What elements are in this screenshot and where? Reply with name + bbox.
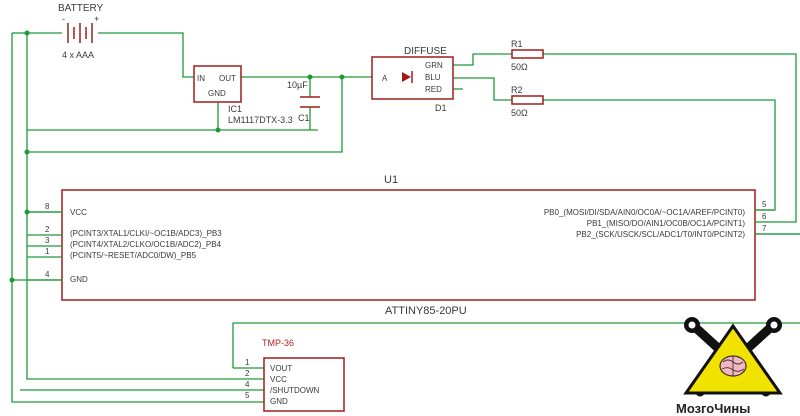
regulator-pin-in: IN (197, 74, 205, 83)
mcu-pin-right-6: 6 PB1_(MISO/DO/AIN1/OC0B/OC1A/PCINT1) (587, 212, 771, 228)
mcu-pin-right-5: 5 PB0_(MOSI/DI/SDA/AIN0/OC0A/~OC1A/AREF/… (544, 200, 775, 217)
pin-label: VCC (270, 375, 287, 384)
pin-label: GND (70, 275, 88, 284)
pin-label: VCC (70, 208, 87, 217)
battery-minus: - (62, 14, 65, 24)
mcu-pin-left-8: 8 VCC (27, 202, 87, 217)
pin-number: 4 (245, 380, 250, 389)
junction-dots (9, 30, 345, 283)
pin-number: 5 (245, 391, 250, 400)
pin-label: (PCINT4/XTAL2/CLKO/OC1B/ADC2)_PB4 (70, 240, 222, 249)
battery: BATTERY - + 4 x AAA (58, 3, 104, 60)
junction-dot (9, 277, 15, 283)
mcu-ref: U1 (384, 174, 398, 186)
r2-value: 50Ω (511, 108, 528, 118)
pin-number: 2 (245, 369, 250, 378)
capacitor-ref: C1 (298, 113, 310, 123)
r2-ref: R2 (511, 85, 523, 95)
resistor-body (511, 95, 544, 105)
regulator-pin-out: OUT (219, 74, 236, 83)
sensor-title: TMP-36 (262, 338, 294, 348)
logo: МозгоЧины (676, 317, 783, 416)
pin-label: GND (270, 397, 288, 406)
pin-label: (PCINT5/~RESET/ADC0/DW)_PB5 (70, 251, 197, 260)
mcu-u1: U1 ATTINY85-20PU 8 VCC 2 (PCINT3/XTAL1/C… (27, 174, 800, 317)
pin-label: PB1_(MISO/DO/AIN1/OC0B/OC1A/PCINT1) (587, 219, 746, 228)
resistor-r1: R1 50Ω (511, 39, 544, 72)
mcu-part: ATTINY85-20PU (385, 305, 467, 317)
resistor-r2: R2 50Ω (511, 85, 544, 118)
capacitor-value: 10µF (287, 80, 308, 90)
pin-number: 1 (245, 358, 250, 367)
regulator-ic1: IN OUT GND IC1 LM1117DTX-3.3 (193, 65, 293, 125)
pin-number: 7 (762, 224, 767, 233)
regulator-part: LM1117DTX-3.3 (228, 115, 293, 125)
pin-label: VOUT (270, 364, 292, 373)
diode-icon (402, 72, 411, 82)
junction-dot (215, 127, 221, 133)
pin-label: (PCINT3/XTAL1/CLKI/~OC1B/ADC3)_PB3 (70, 229, 222, 238)
led-red: RED (425, 85, 442, 94)
led-grn: GRN (425, 61, 443, 70)
battery-title: BATTERY (58, 3, 104, 14)
led-body (371, 56, 454, 100)
pin-number: 4 (45, 270, 50, 279)
capacitor-c1: 10µF C1 (287, 80, 320, 123)
junction-dot (24, 149, 30, 155)
led-ref: D1 (435, 103, 447, 113)
r1-ref: R1 (511, 39, 523, 49)
pin-number: 5 (762, 200, 767, 209)
pin-number: 8 (45, 202, 50, 211)
regulator-pin-gnd: GND (208, 89, 226, 98)
mcu-pin-left-4: 4 GND (27, 270, 88, 284)
junction-dot (307, 74, 313, 80)
junction-dot (24, 30, 30, 36)
led-blu: BLU (425, 73, 441, 82)
sensor-pin-4: 4 /SHUTDOWN (245, 380, 320, 395)
pin-label: /SHUTDOWN (270, 386, 320, 395)
pin-number: 2 (45, 225, 50, 234)
pin-number: 1 (45, 247, 50, 256)
sensor-pin-2: 2 VCC (245, 369, 287, 384)
battery-plus: + (94, 14, 99, 24)
mcu-pin-left-3: 3 (PCINT4/XTAL2/CLKO/OC1B/ADC2)_PB4 (27, 236, 222, 249)
pin-label: PB0_(MOSI/DI/SDA/AIN0/OC0A/~OC1A/AREF/PC… (544, 208, 746, 217)
mcu-pin-left-2: 2 (PCINT3/XTAL1/CLKI/~OC1B/ADC3)_PB3 (27, 225, 222, 238)
regulator-body (193, 65, 242, 103)
regulator-ref: IC1 (228, 104, 242, 114)
pin-number: 3 (45, 236, 50, 245)
sensor-pin-1: 1 VOUT (245, 358, 292, 373)
mcu-pin-right-7: 7 PB2_(SCK/USCK/SCL/ADC1/T0/INT0/PCINT2) (576, 224, 800, 239)
sensor-body (263, 357, 345, 412)
battery-spec: 4 x AAA (62, 50, 94, 60)
mcu-pin-left-1: 1 (PCINT5/~RESET/ADC0/DW)_PB5 (27, 247, 197, 260)
pin-number: 6 (762, 212, 767, 221)
logo-text: МозгоЧины (676, 401, 750, 416)
junction-dot (339, 74, 345, 80)
r1-value: 50Ω (511, 62, 528, 72)
resistor-body (511, 49, 544, 59)
led-anode: A (382, 74, 388, 83)
led-title: DIFFUSE (404, 46, 447, 57)
pin-label: PB2_(SCK/USCK/SCL/ADC1/T0/INT0/PCINT2) (576, 230, 745, 239)
sensor-pin-5: 5 GND (245, 391, 288, 406)
led-d1: DIFFUSE A GRN BLU RED D1 (371, 46, 454, 113)
mcu-body (61, 189, 756, 301)
brain-icon (719, 355, 747, 377)
sensor-tmp36: TMP-36 1 VOUT 2 VCC 4 /SHUTDOWN 5 GND (245, 338, 345, 412)
wires (11, 32, 800, 403)
